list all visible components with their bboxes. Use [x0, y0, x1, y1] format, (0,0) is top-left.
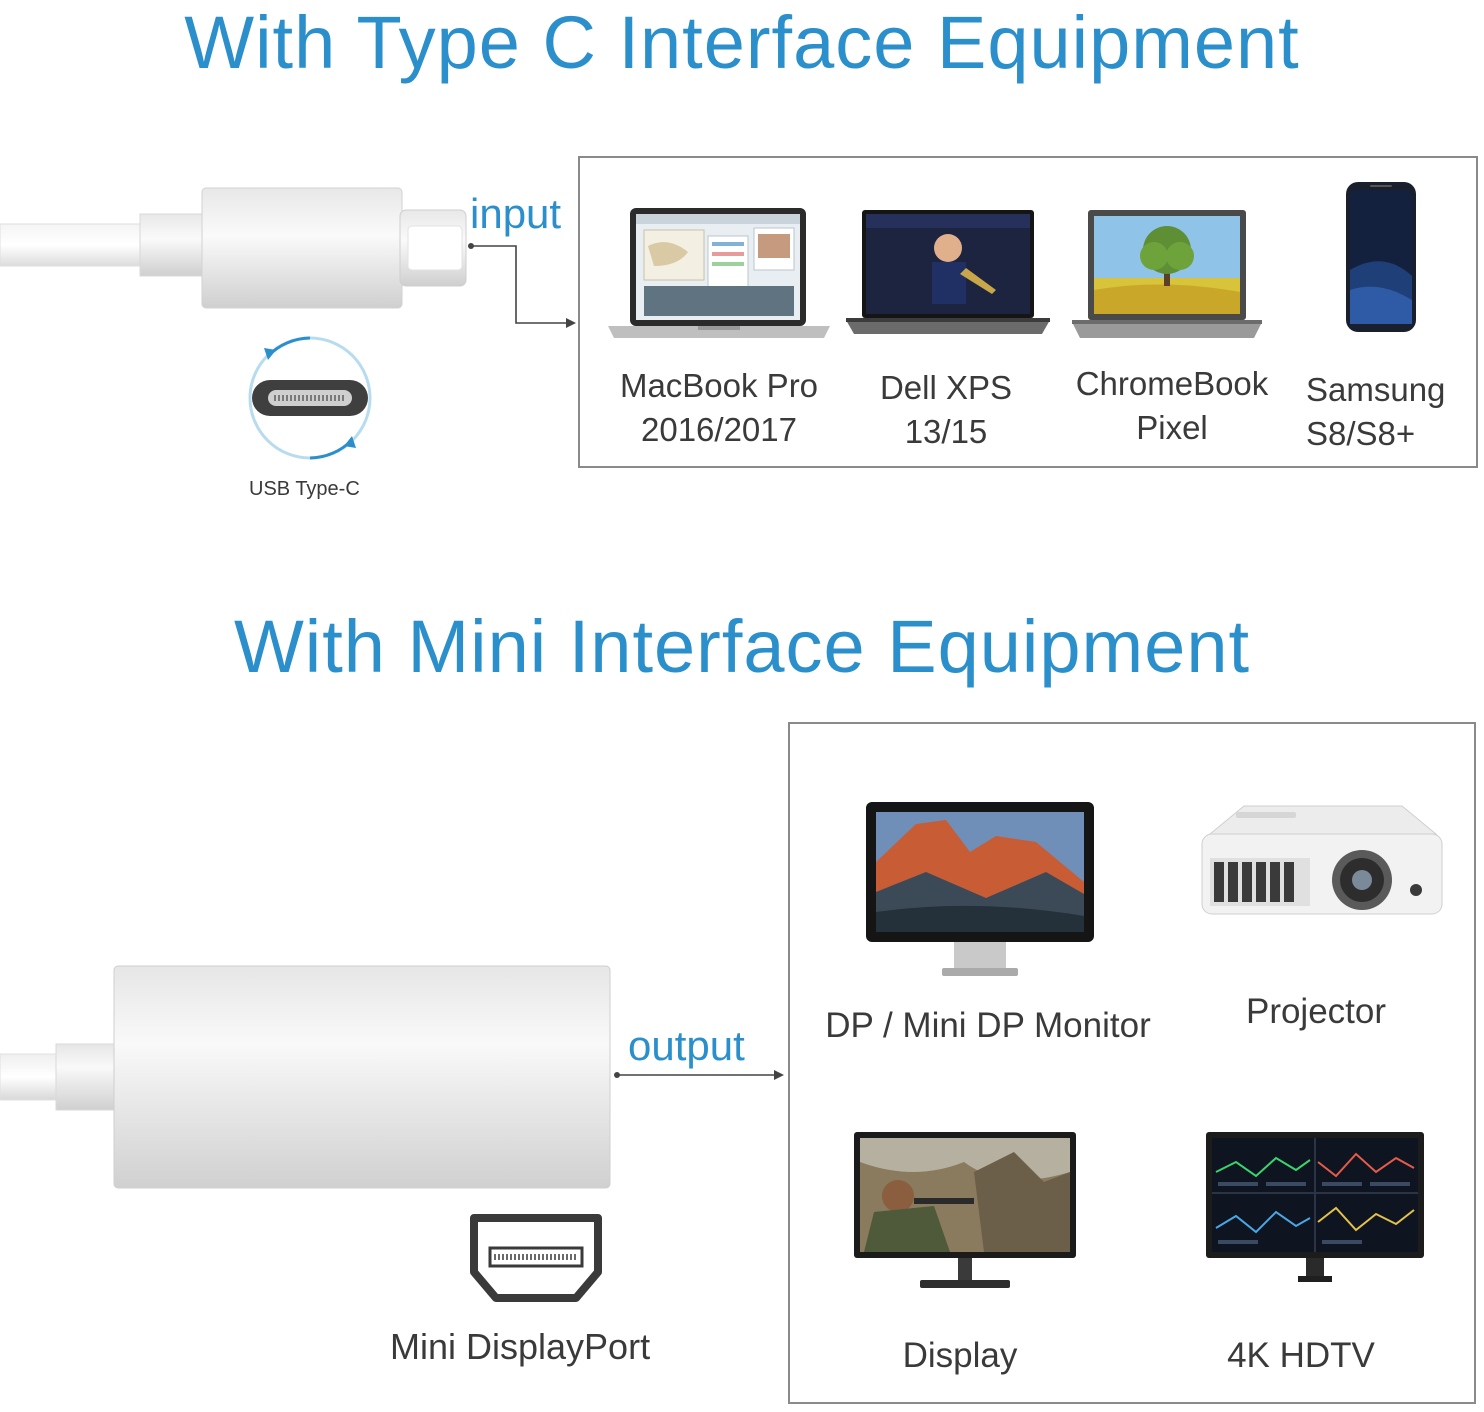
- chromebook-laptop: [1072, 210, 1262, 338]
- projector: [1201, 805, 1443, 915]
- usb-c-adapter-cable: [0, 187, 467, 309]
- output-label: output: [628, 1022, 745, 1069]
- device-label-macbook: MacBook Pro 2016/2017: [619, 367, 819, 448]
- mini-dp-adapter-cable: [0, 965, 611, 1189]
- section-title-mini: With Mini Interface Equipment: [233, 605, 1251, 688]
- device-label-projector: Projector: [1245, 992, 1387, 1031]
- mini-displayport-icon: [470, 1214, 602, 1302]
- macbook-pro-laptop: [608, 208, 830, 338]
- usb-type-c-label: USB Type-C: [249, 478, 360, 500]
- input-label: input: [470, 190, 562, 237]
- section-title-type-c: With Type C Interface Equipment: [184, 1, 1300, 84]
- device-label-samsung: Samsung S8/S8+: [1306, 371, 1446, 452]
- device-label-chromebook: ChromeBook Pixel: [1075, 365, 1269, 446]
- samsung-phone: [1346, 182, 1416, 332]
- device-label-hdtv: 4K HDTV: [1227, 1336, 1375, 1375]
- display: [854, 1132, 1076, 1288]
- device-label-dell: Dell XPS 13/15: [879, 369, 1013, 450]
- input-arrow: [468, 243, 576, 328]
- device-label-display: Display: [902, 1336, 1018, 1375]
- monitor: [866, 802, 1094, 976]
- usb-type-c-icon: [248, 336, 372, 460]
- device-label-monitor: DP / Mini DP Monitor: [825, 1006, 1151, 1045]
- mini-displayport-label: Mini DisplayPort: [390, 1326, 651, 1367]
- output-arrow: [614, 1070, 784, 1080]
- dell-xps-laptop: [846, 210, 1050, 334]
- hdtv: [1206, 1132, 1424, 1282]
